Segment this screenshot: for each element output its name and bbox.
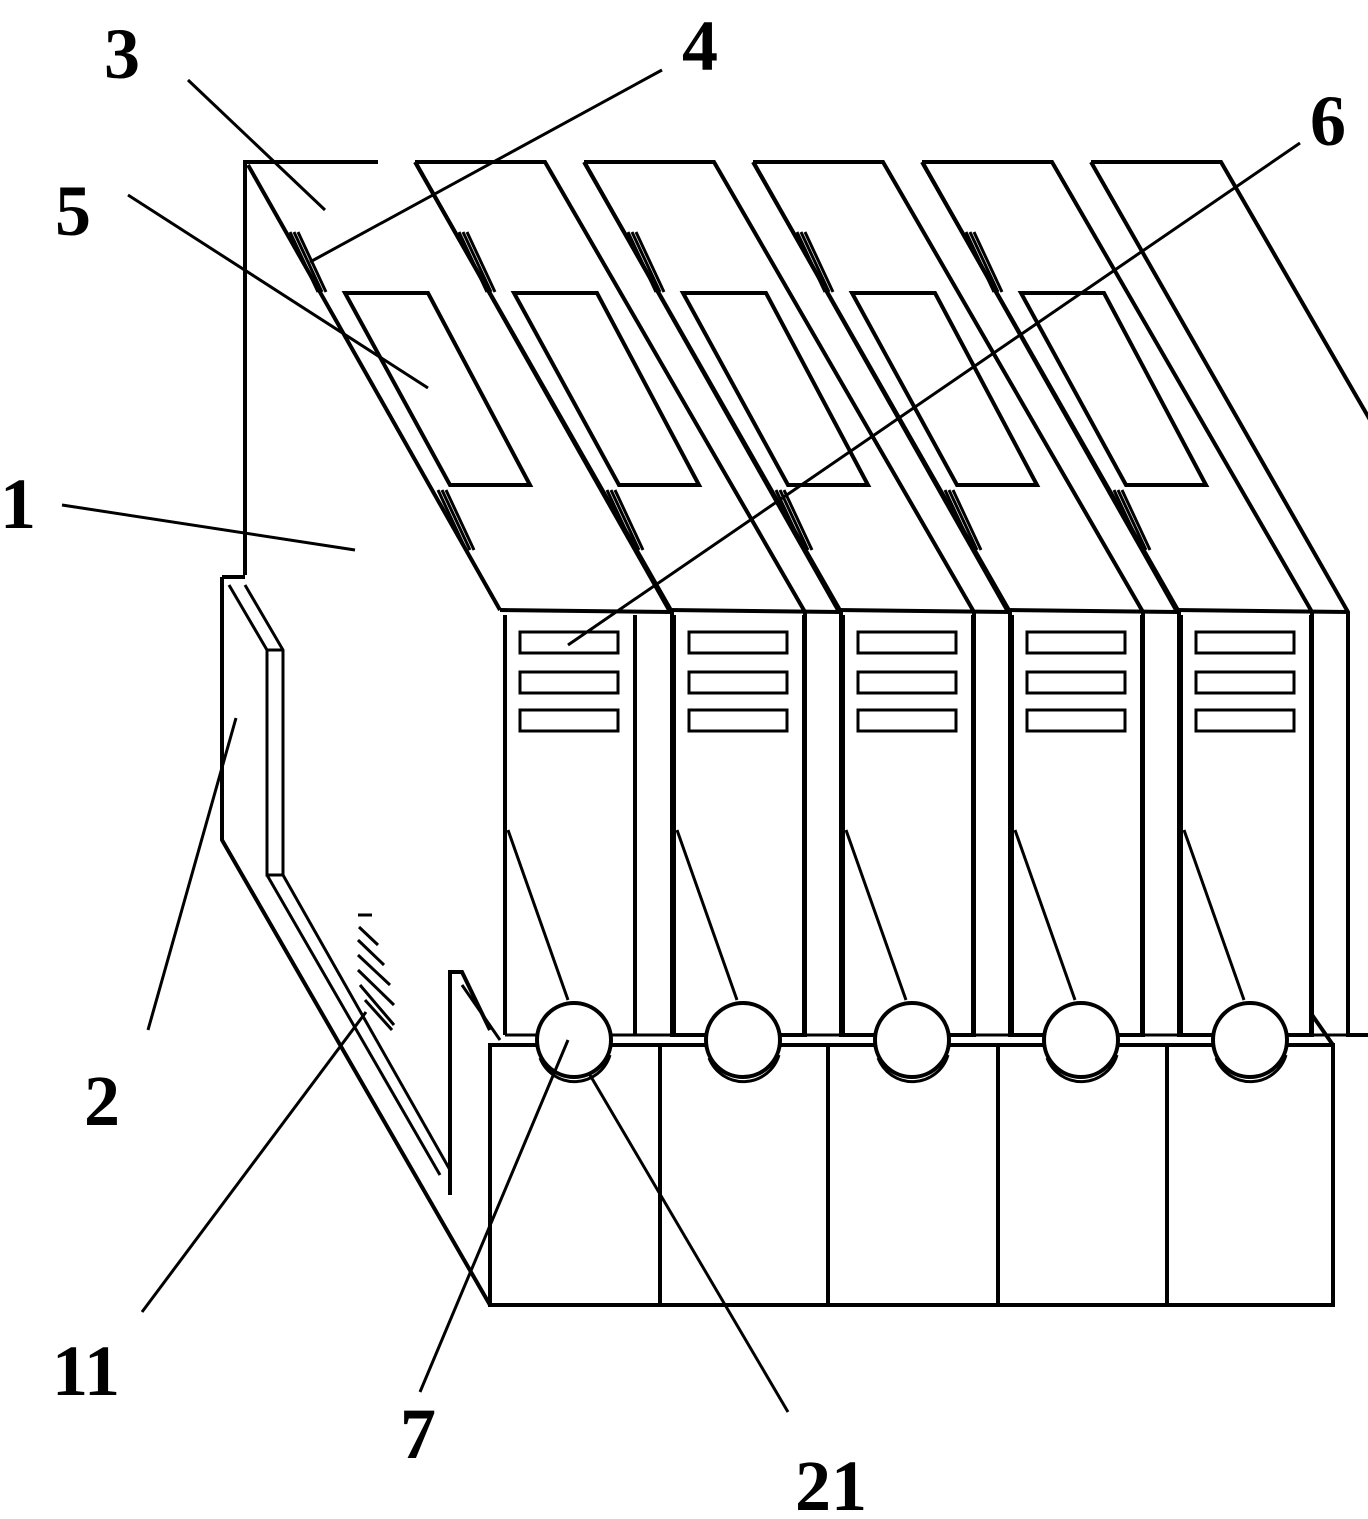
leader-4 xyxy=(309,68,663,264)
label-5: 5 xyxy=(55,171,91,251)
label-3: 3 xyxy=(104,14,140,94)
label-11: 11 xyxy=(52,1331,120,1411)
grip-upper xyxy=(457,231,497,293)
spine-slot-1 xyxy=(1025,630,1127,655)
label-21: 21 xyxy=(795,1446,867,1519)
grip-lower xyxy=(436,489,476,551)
spine-slot-3 xyxy=(1194,708,1296,733)
ring-seat xyxy=(1214,1054,1288,1084)
grip-upper xyxy=(626,231,666,293)
grip-upper xyxy=(288,231,328,293)
ring-seat xyxy=(876,1054,950,1084)
leader-6 xyxy=(567,141,1301,647)
label-4: 4 xyxy=(682,6,718,86)
binder-4 xyxy=(753,160,1314,1084)
finger-ring xyxy=(873,1001,951,1079)
binders xyxy=(246,160,1368,1084)
spine-slot-1 xyxy=(518,630,620,655)
leader-21 xyxy=(588,1074,790,1413)
leader-2 xyxy=(146,717,238,1031)
label-window xyxy=(1017,291,1210,487)
leader-7 xyxy=(418,1039,570,1393)
binder-5 xyxy=(922,160,1368,1084)
vent-slots xyxy=(356,913,396,1032)
leader-1 xyxy=(61,503,356,552)
spine-slot-3 xyxy=(518,708,620,733)
label-window xyxy=(848,291,1041,487)
pull-strap xyxy=(506,829,570,1001)
grip-upper xyxy=(795,231,835,293)
pull-strap xyxy=(844,829,908,1001)
leader-lines xyxy=(61,68,1301,1413)
finger-ring xyxy=(1042,1001,1120,1079)
holder-frame xyxy=(220,160,502,1306)
reference-labels: 1 2 3 4 5 6 7 11 21 xyxy=(0,6,1346,1519)
label-window xyxy=(510,291,703,487)
spine-slot-1 xyxy=(856,630,958,655)
spine-slot-3 xyxy=(1025,708,1127,733)
spine-slot-3 xyxy=(856,708,958,733)
spine-slot-2 xyxy=(518,670,620,695)
finger-ring xyxy=(1211,1001,1289,1079)
pull-strap xyxy=(1182,829,1246,1001)
label-6: 6 xyxy=(1310,81,1346,161)
leader-5 xyxy=(127,193,429,390)
label-7: 7 xyxy=(400,1394,436,1474)
leader-3 xyxy=(186,78,327,212)
grip-lower xyxy=(943,489,983,551)
spine-slot-3 xyxy=(687,708,789,733)
side-clip xyxy=(220,577,492,1306)
spine-slot-2 xyxy=(1025,670,1127,695)
ring-seat xyxy=(538,1054,612,1084)
pull-strap xyxy=(675,829,739,1001)
grip-lower xyxy=(605,489,645,551)
label-1: 1 xyxy=(0,464,36,544)
grip-upper xyxy=(964,231,1004,293)
finger-ring xyxy=(704,1001,782,1079)
spine-slot-1 xyxy=(687,630,789,655)
ring-seat xyxy=(707,1054,781,1084)
spine-slot-2 xyxy=(687,670,789,695)
leader-11 xyxy=(140,1011,368,1313)
spine-slot-2 xyxy=(1194,670,1296,695)
binder-2 xyxy=(415,160,976,1084)
spine-slot-1 xyxy=(1194,630,1296,655)
spine-slot-2 xyxy=(856,670,958,695)
grip-lower xyxy=(1112,489,1152,551)
pull-strap xyxy=(1013,829,1077,1001)
label-2: 2 xyxy=(84,1061,120,1141)
label-window xyxy=(679,291,872,487)
finger-ring xyxy=(535,1001,613,1079)
ring-seat xyxy=(1045,1054,1119,1084)
label-window xyxy=(341,291,534,487)
